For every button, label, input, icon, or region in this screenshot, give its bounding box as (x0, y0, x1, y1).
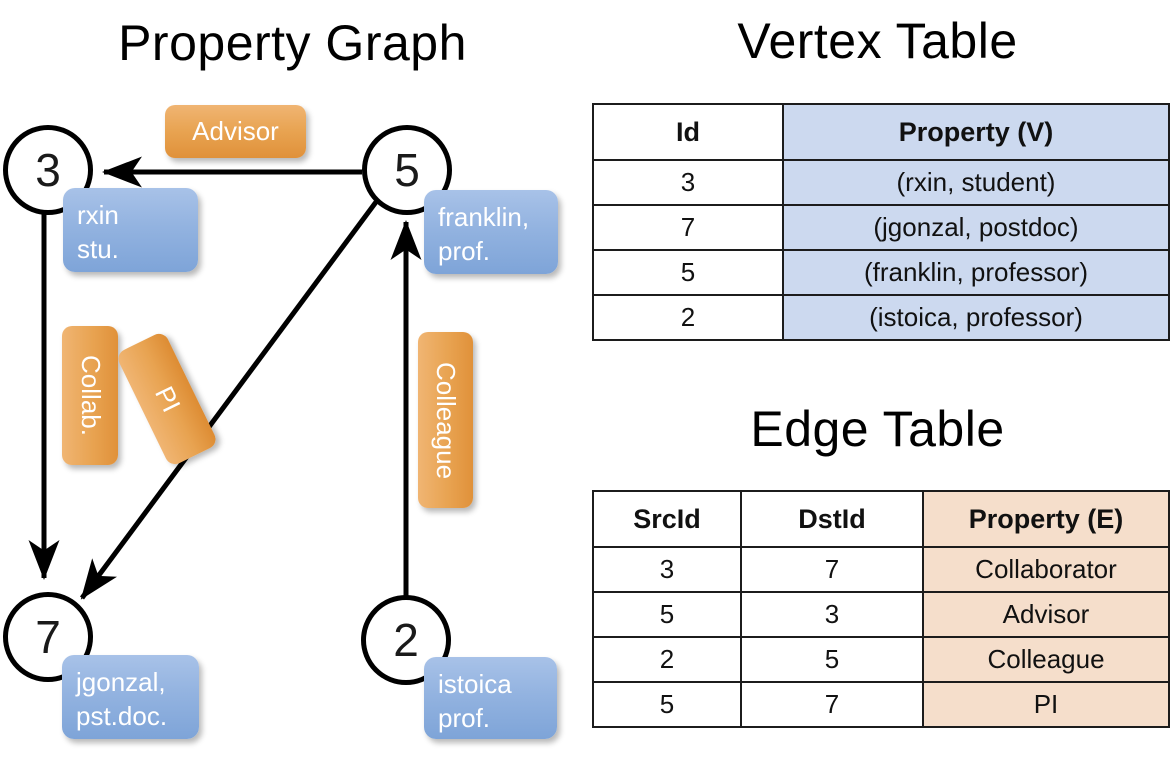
edge-label-text: Advisor (192, 116, 279, 146)
graph-node-2-label: 2 (393, 614, 419, 666)
node-property-line: pst.doc. (76, 701, 168, 732)
vertex-cell-property: (franklin, professor) (782, 249, 1170, 296)
edge-table: SrcId DstId Property (E) 3 7 Collaborato… (592, 490, 1170, 728)
table-row[interactable]: 5 7 PI (592, 681, 1170, 728)
edge-header-srcid: SrcId (592, 490, 742, 548)
edge-cell-property: Collaborator (922, 546, 1170, 593)
edge-label-text: PI (148, 381, 187, 417)
table-header-row: SrcId DstId Property (E) (592, 490, 1170, 548)
edge-label-colleague: Colleague (418, 332, 473, 508)
table-row[interactable]: 2 5 Colleague (592, 636, 1170, 683)
node-property-line: stu. (77, 234, 119, 265)
table-row[interactable]: 5 3 Advisor (592, 591, 1170, 638)
graph-node-3-label: 3 (35, 144, 61, 196)
node-property-line: prof. (438, 236, 491, 267)
table-row[interactable]: 7 (jgonzal, postdoc) (592, 204, 1170, 251)
vertex-cell-id: 2 (592, 294, 784, 341)
graph-node-5[interactable] (362, 125, 452, 215)
table-row[interactable]: 3 7 Collaborator (592, 546, 1170, 593)
vertex-header-id: Id (592, 103, 784, 161)
vertex-cell-property: (jgonzal, postdoc) (782, 204, 1170, 251)
node-property-box-istoica: istoica prof. (424, 657, 557, 739)
edge-cell-src: 5 (592, 681, 742, 728)
page-title-property-graph: Property Graph (118, 15, 467, 71)
vertex-cell-property: (rxin, student) (782, 159, 1170, 206)
edge-cell-dst: 5 (740, 636, 924, 683)
graph-node-5-label: 5 (394, 144, 420, 196)
edge-cell-property: PI (922, 681, 1170, 728)
node-property-box-jgonzal: jgonzal, pst.doc. (62, 655, 199, 739)
edge-cell-src: 2 (592, 636, 742, 683)
node-property-box-rxin: rxin stu. (63, 188, 198, 272)
graph-node-2[interactable] (361, 595, 451, 685)
vertex-cell-id: 7 (592, 204, 784, 251)
node-property-line: franklin, (438, 202, 530, 232)
edge-label-text: Colleague (431, 361, 461, 479)
node-property-box-franklin: franklin, prof. (424, 190, 558, 274)
page-title-edge-table: Edge Table (750, 401, 1005, 457)
edge-label-collab: Collab. (62, 326, 118, 465)
graph-edges-svg (28, 156, 422, 600)
edge-cell-dst: 7 (740, 681, 924, 728)
edge-header-dstid: DstId (740, 490, 924, 548)
page-title-vertex-table: Vertex Table (737, 13, 1018, 69)
edge-header-property: Property (E) (922, 490, 1170, 548)
edge-cell-src: 3 (592, 546, 742, 593)
edge-cell-dst: 7 (740, 546, 924, 593)
edge-cell-src: 5 (592, 591, 742, 638)
edge-label-text: Collab. (75, 355, 106, 436)
edge-cell-dst: 3 (740, 591, 924, 638)
table-row[interactable]: 5 (franklin, professor) (592, 249, 1170, 296)
edge-label-advisor: Advisor (165, 105, 306, 158)
edge-cell-property: Advisor (922, 591, 1170, 638)
table-row[interactable]: 3 (rxin, student) (592, 159, 1170, 206)
property-graph-panel: Property Graph 3 5 7 2 rxin (3, 15, 558, 739)
node-property-line: jgonzal, (76, 667, 166, 697)
node-property-line: rxin (77, 200, 119, 230)
table-header-row: Id Property (V) (592, 103, 1170, 161)
vertex-cell-property: (istoica, professor) (782, 294, 1170, 341)
vertex-header-property: Property (V) (782, 103, 1170, 161)
vertex-table: Id Property (V) 3 (rxin, student) 7 (jgo… (592, 103, 1170, 341)
edge-5-to-7 (79, 200, 379, 600)
edge-cell-property: Colleague (922, 636, 1170, 683)
node-property-line: istoica (438, 669, 512, 699)
vertex-cell-id: 3 (592, 159, 784, 206)
node-property-line: prof. (438, 703, 491, 734)
graph-node-7-label: 7 (35, 611, 61, 663)
vertex-cell-id: 5 (592, 249, 784, 296)
table-row[interactable]: 2 (istoica, professor) (592, 294, 1170, 341)
